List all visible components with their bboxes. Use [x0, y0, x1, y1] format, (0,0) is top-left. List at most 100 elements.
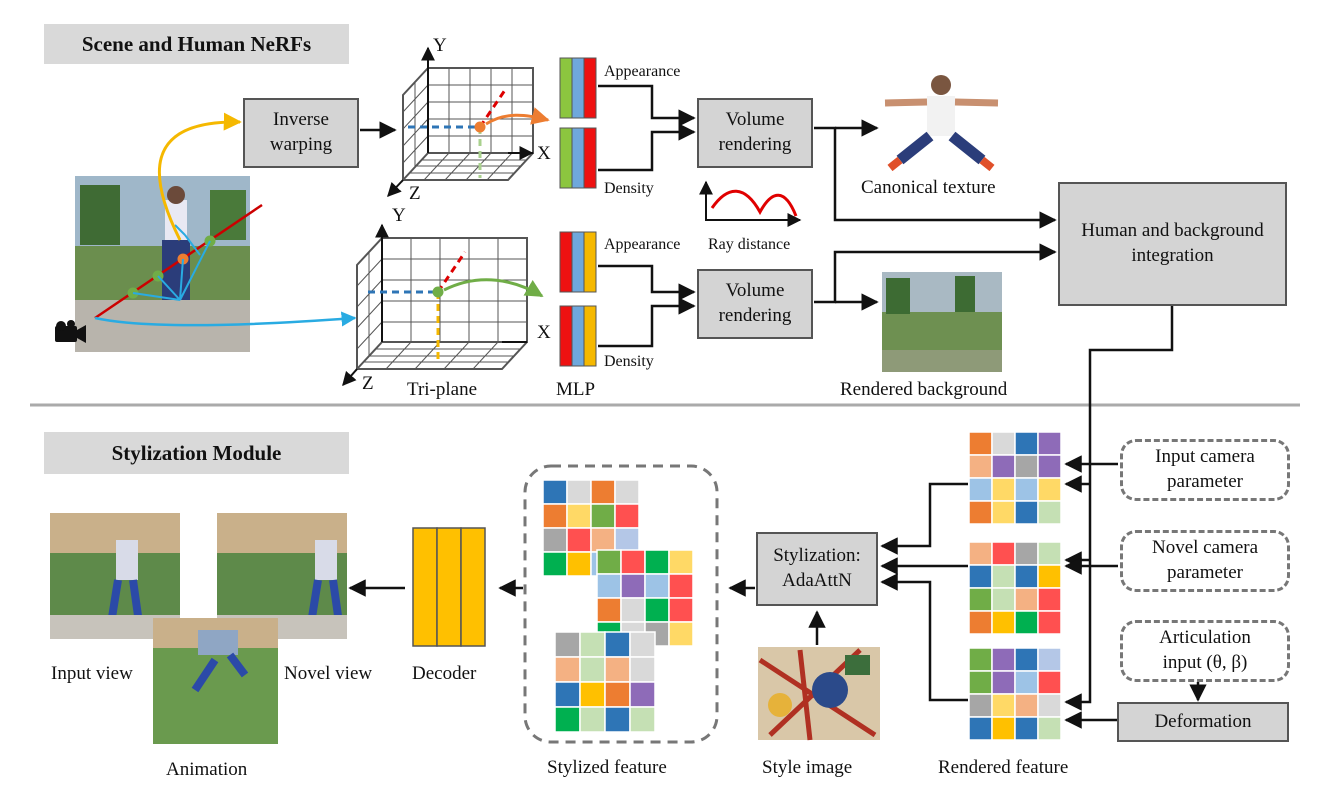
feature-cell: [1014, 564, 1039, 589]
feature-cell: [1037, 541, 1062, 566]
feature-cell: [1014, 716, 1039, 741]
feature-cell: [991, 454, 1016, 479]
feature-cell: [668, 597, 694, 623]
feature-cell: [968, 647, 993, 672]
appearance-label-bottom: Appearance: [604, 236, 681, 253]
decoder-label: Decoder: [412, 663, 477, 684]
feature-cell: [590, 503, 616, 529]
feature-cell: [579, 656, 606, 683]
feature-cell: [604, 656, 631, 683]
integration-box: Human and background integration: [1058, 182, 1287, 306]
novel-camera-parameter-box: Novel camera parameter: [1120, 530, 1290, 592]
feature-cell: [968, 610, 993, 635]
rendered-feature-grids: [968, 431, 1062, 741]
axis-x-top: X: [537, 143, 551, 164]
feature-cell: [596, 597, 622, 623]
articulation-input-box: Articulation input (θ, β): [1120, 620, 1290, 682]
feature-cell: [1014, 500, 1039, 525]
section-title-stylization: Stylization Module: [44, 432, 349, 474]
deformation-box: Deformation: [1117, 702, 1289, 742]
feature-cell: [1037, 716, 1062, 741]
feature-cell: [644, 597, 670, 623]
stylized-feature-container: [523, 464, 719, 744]
feature-cell: [668, 549, 694, 575]
appearance-label-top: Appearance: [604, 63, 681, 80]
feature-cell: [590, 479, 616, 505]
feature-cell: [991, 716, 1016, 741]
input-camera-parameter-box: Input camera parameter: [1120, 439, 1290, 501]
feature-cell: [604, 681, 631, 708]
feature-cell: [991, 477, 1016, 502]
axes-bottom: [342, 223, 527, 387]
feature-cell: [542, 503, 568, 529]
feature-cell: [629, 681, 656, 708]
feature-cell: [542, 527, 568, 553]
feature-cell: [644, 549, 670, 575]
axis-z-top: Z: [409, 183, 421, 204]
ray-distance-label: Ray distance: [708, 236, 791, 253]
mlp-bottom-density: [559, 305, 597, 367]
density-curve: [699, 180, 802, 227]
feature-cell: [604, 706, 631, 733]
feature-cell: [968, 431, 993, 456]
feature-cell: [1037, 610, 1062, 635]
feature-cell: [991, 564, 1016, 589]
feature-cell: [579, 631, 606, 658]
feature-cell: [579, 706, 606, 733]
volume-rendering-bottom-box: Volume rendering: [697, 269, 813, 339]
feature-cell: [991, 693, 1016, 718]
feature-cell: [1037, 670, 1062, 695]
feature-cell: [614, 479, 640, 505]
feature-cell: [566, 527, 592, 553]
feature-cell: [991, 647, 1016, 672]
feature-cell: [566, 479, 592, 505]
axis-z-bottom: Z: [362, 373, 374, 394]
mlp-label: MLP: [556, 379, 596, 400]
feature-cell: [991, 541, 1016, 566]
feature-cell: [542, 551, 568, 577]
feature-cell: [968, 693, 993, 718]
feature-cell: [968, 716, 993, 741]
rendered-feature-label: Rendered feature: [938, 757, 1069, 778]
feature-cell: [1037, 454, 1062, 479]
feature-cell: [1037, 647, 1062, 672]
skeleton-links: [132, 224, 211, 301]
tri-plane-top: [402, 67, 534, 183]
feature-cell: [991, 670, 1016, 695]
feature-cell: [629, 706, 656, 733]
feature-cell: [1014, 541, 1039, 566]
feature-arrow-top: [485, 107, 550, 126]
rendered-background-label: Rendered background: [840, 379, 1008, 400]
tri-plane-label: Tri-plane: [407, 379, 478, 400]
feature-cell: [566, 551, 592, 577]
feature-cell: [554, 631, 581, 658]
feature-cell: [590, 527, 616, 553]
feature-cell: [668, 573, 694, 599]
novel-view-label: Novel view: [284, 663, 373, 684]
feature-cell: [668, 621, 694, 647]
camera-icon: [55, 320, 86, 343]
feature-cell: [968, 564, 993, 589]
feature-cell: [1014, 693, 1039, 718]
feature-cell: [604, 631, 631, 658]
feature-cell: [614, 503, 640, 529]
mlp-top-appearance: [559, 57, 597, 119]
feature-cell: [968, 541, 993, 566]
mlp-top-density: [559, 127, 597, 189]
feature-cell: [644, 573, 670, 599]
feature-cell: [579, 681, 606, 708]
feature-cell: [620, 573, 646, 599]
feature-cell: [1014, 587, 1039, 612]
feature-cell: [1014, 454, 1039, 479]
feature-cell: [991, 500, 1016, 525]
feature-cell: [968, 477, 993, 502]
feature-cell: [1037, 500, 1062, 525]
stylized-animation-image: [153, 618, 278, 744]
feature-cell: [1014, 477, 1039, 502]
axis-x-bottom: X: [537, 322, 551, 343]
feature-cell: [620, 549, 646, 575]
feature-cell: [968, 587, 993, 612]
feature-cell: [554, 656, 581, 683]
stylized-feature-grids: [542, 479, 694, 733]
